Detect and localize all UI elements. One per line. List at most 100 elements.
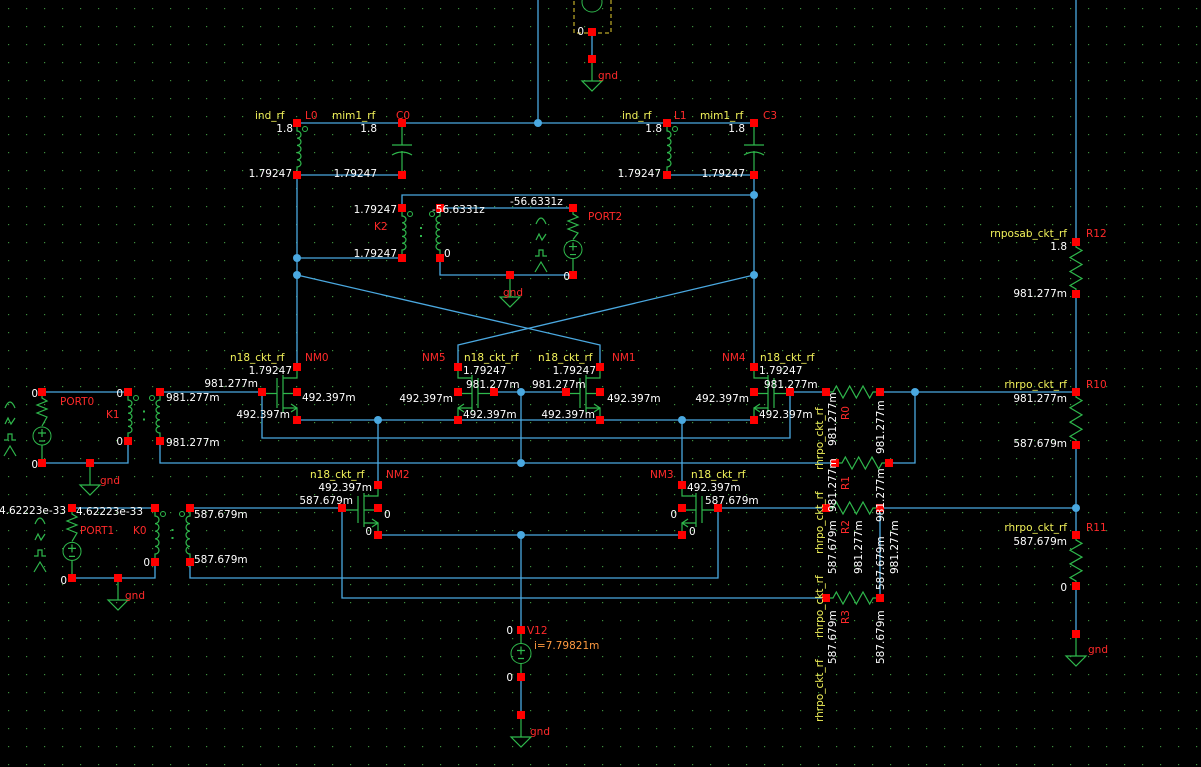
- wire[interactable]: [889, 392, 916, 464]
- NM2-transistor[interactable]: [342, 485, 379, 535]
- pin[interactable]: [293, 416, 301, 424]
- R12-resistor[interactable]: [1068, 242, 1084, 294]
- R11-resistor[interactable]: [1068, 535, 1084, 586]
- PORT2-name[interactable]: PORT2: [588, 211, 622, 223]
- pin[interactable]: [398, 254, 406, 262]
- PORT1-name[interactable]: PORT1: [80, 525, 114, 537]
- pin[interactable]: [831, 459, 839, 467]
- pin[interactable]: [156, 437, 164, 445]
- pin[interactable]: [750, 416, 758, 424]
- pin[interactable]: [374, 481, 382, 489]
- pin[interactable]: [876, 504, 884, 512]
- pin[interactable]: [374, 504, 382, 512]
- K0-transformer-core[interactable]: [171, 529, 174, 539]
- pin[interactable]: [596, 363, 604, 371]
- pin[interactable]: [663, 119, 671, 127]
- pin[interactable]: [258, 388, 266, 396]
- NM1-transistor[interactable]: [566, 367, 601, 420]
- NM2-name[interactable]: NM2: [386, 469, 410, 481]
- pin[interactable]: [1072, 441, 1080, 449]
- pin[interactable]: [490, 388, 498, 396]
- PORT1-source[interactable]: [33, 508, 82, 578]
- L1-inductor[interactable]: [666, 123, 678, 175]
- pin[interactable]: [38, 388, 46, 396]
- pin[interactable]: [454, 388, 462, 396]
- NM4-transistor[interactable]: [753, 367, 790, 420]
- wire[interactable]: [439, 258, 573, 276]
- C3-name[interactable]: C3: [763, 110, 777, 122]
- wire[interactable]: [341, 508, 826, 599]
- C0-name[interactable]: C0: [396, 110, 410, 122]
- R2-name[interactable]: R2: [840, 520, 852, 534]
- pin[interactable]: [186, 504, 194, 512]
- pin[interactable]: [876, 388, 884, 396]
- pin[interactable]: [822, 594, 830, 602]
- K1-name[interactable]: K1: [106, 409, 120, 421]
- K2-name[interactable]: K2: [374, 221, 388, 233]
- pin[interactable]: [436, 254, 444, 262]
- pin[interactable]: [454, 416, 462, 424]
- R10-resistor[interactable]: [1068, 392, 1084, 445]
- pin[interactable]: [517, 626, 525, 634]
- pin[interactable]: [68, 574, 76, 582]
- R1-resistor[interactable]: [835, 455, 889, 471]
- K1-transformer-core[interactable]: [143, 410, 145, 421]
- pin[interactable]: [186, 558, 194, 566]
- pin[interactable]: [569, 204, 577, 212]
- NM1-name[interactable]: NM1: [612, 352, 636, 364]
- R0-resistor[interactable]: [826, 384, 880, 400]
- pin[interactable]: [436, 204, 444, 212]
- pin[interactable]: [86, 459, 94, 467]
- wire[interactable]: [189, 508, 719, 579]
- pin[interactable]: [714, 504, 722, 512]
- pin[interactable]: [293, 119, 301, 127]
- pin[interactable]: [588, 55, 596, 63]
- L0-name[interactable]: L0: [305, 110, 318, 122]
- wire[interactable]: [261, 392, 791, 439]
- pin[interactable]: [114, 574, 122, 582]
- pin[interactable]: [151, 504, 159, 512]
- pin[interactable]: [124, 388, 132, 396]
- R2-resistor[interactable]: [826, 500, 880, 516]
- R3-resistor[interactable]: [826, 590, 880, 606]
- pin[interactable]: [151, 558, 159, 566]
- K0-name[interactable]: K0: [133, 525, 147, 537]
- K0-transformer-primary[interactable]: [154, 508, 166, 562]
- pin[interactable]: [822, 504, 830, 512]
- pin[interactable]: [506, 271, 514, 279]
- wire[interactable]: [296, 274, 601, 367]
- L0-inductor[interactable]: [296, 123, 308, 175]
- PORT0-source[interactable]: [3, 392, 52, 463]
- pin[interactable]: [678, 531, 686, 539]
- pin[interactable]: [678, 504, 686, 512]
- pin[interactable]: [156, 388, 164, 396]
- wires[interactable]: [42, 0, 1077, 715]
- R11-name[interactable]: R11: [1086, 522, 1107, 534]
- K2-transformer-secondary[interactable]: [429, 208, 441, 258]
- K1-transformer-primary[interactable]: [127, 392, 139, 441]
- wire[interactable]: [159, 441, 835, 464]
- K0-transformer-secondary[interactable]: [179, 508, 191, 562]
- wire[interactable]: [401, 194, 754, 208]
- pin[interactable]: [124, 437, 132, 445]
- pin[interactable]: [569, 271, 577, 279]
- pin[interactable]: [454, 363, 462, 371]
- pin[interactable]: [398, 171, 406, 179]
- pin[interactable]: [750, 119, 758, 127]
- L1-name[interactable]: L1: [674, 110, 687, 122]
- pin[interactable]: [1072, 290, 1080, 298]
- R12-name[interactable]: R12: [1086, 228, 1107, 240]
- pin[interactable]: [822, 388, 830, 396]
- K2-transformer-core[interactable]: [420, 227, 422, 237]
- C0-capacitor[interactable]: [391, 123, 413, 175]
- pin[interactable]: [398, 204, 406, 212]
- pin[interactable]: [517, 673, 525, 681]
- pin[interactable]: [1072, 388, 1080, 396]
- pin[interactable]: [398, 119, 406, 127]
- pin[interactable]: [1072, 582, 1080, 590]
- pin[interactable]: [1072, 630, 1080, 638]
- NM4-name[interactable]: NM4: [722, 352, 746, 364]
- K1-transformer-secondary[interactable]: [149, 392, 161, 441]
